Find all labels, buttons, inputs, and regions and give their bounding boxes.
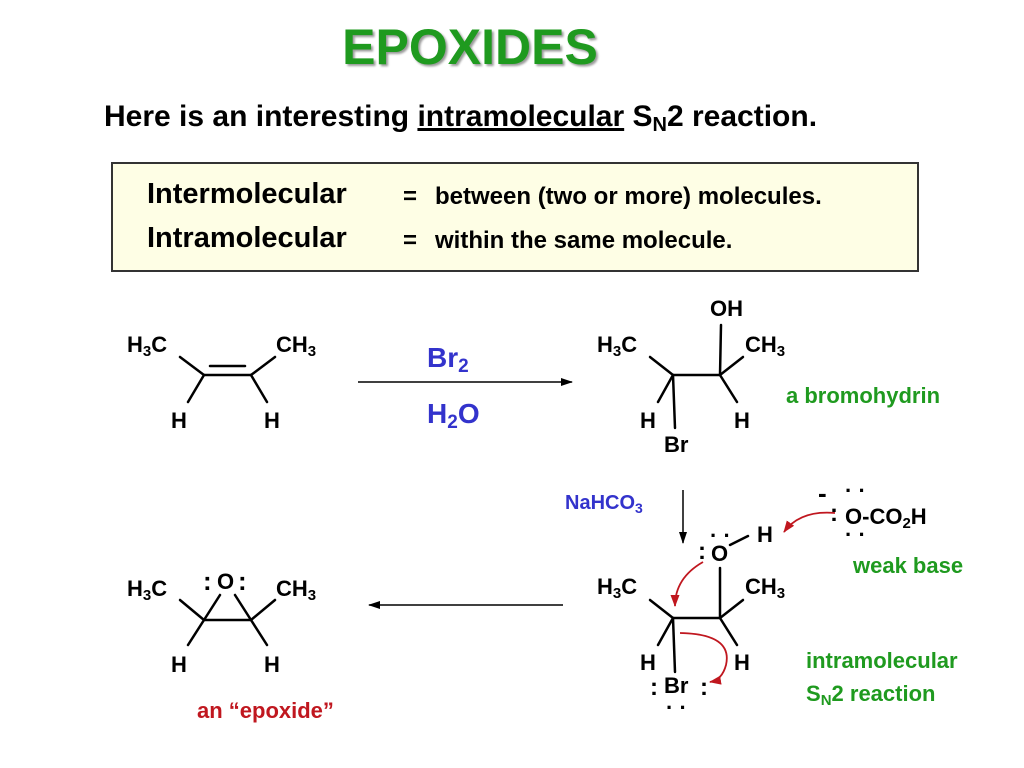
definition-desc-inter: between (two or more) molecules.	[435, 183, 822, 210]
electron-arrow	[670, 561, 704, 607]
methyl-group: CH3	[276, 576, 317, 604]
hydrogen-atom: H	[640, 650, 656, 675]
bromine-atom: Br	[664, 673, 689, 698]
subtitle: Here is an interesting intramolecular SN…	[104, 100, 818, 136]
bond	[718, 355, 745, 377]
label-epoxide: an “epoxide”	[197, 698, 334, 723]
definition-box: Intermolecular = between (two or more) m…	[111, 162, 919, 272]
lone-pair-dots: :	[650, 674, 658, 701]
lone-pair-dots: :	[238, 566, 247, 596]
bond	[656, 616, 675, 647]
bond	[186, 373, 206, 404]
methyl-group: CH3	[745, 574, 786, 602]
bicarbonate-ion: O-CO2H	[845, 504, 927, 532]
definition-term-inter: Intermolecular	[147, 178, 347, 210]
hydrogen-atom: H	[734, 650, 750, 675]
methyl-group: CH3	[745, 332, 786, 360]
methyl-group: CH3	[276, 332, 317, 360]
lone-pair-dots: · ·	[845, 522, 866, 547]
methyl-group: H3C	[597, 332, 638, 360]
hydrogen-atom: H	[640, 408, 656, 433]
bromine-atom: Br	[664, 432, 689, 457]
label-sn2-reaction: SN2 reaction	[806, 681, 936, 709]
oxygen-atom: O	[711, 541, 729, 566]
bond	[718, 323, 723, 377]
hydrogen-atom: H	[264, 408, 280, 433]
bond	[671, 616, 677, 674]
lone-pair-dots: · ·	[666, 695, 687, 720]
label-intramolecular: intramolecular	[806, 648, 958, 673]
negative-charge: -	[818, 478, 827, 508]
bond	[178, 355, 206, 377]
lone-pair-dots: · ·	[845, 478, 866, 503]
lone-pair-dots: :	[830, 500, 838, 527]
definition-desc-intra: within the same molecule.	[435, 227, 733, 254]
hydroxyl-group: OH	[710, 296, 743, 321]
bond	[202, 593, 222, 622]
definition-equals: =	[403, 227, 418, 254]
hydrogen-atom: H	[734, 408, 750, 433]
subtitle-underlined: intramolecular	[417, 100, 625, 133]
electron-arrow	[679, 632, 728, 685]
bond	[178, 598, 206, 622]
hydrogen-atom: H	[171, 408, 187, 433]
label-bromohydrin: a bromohydrin	[786, 383, 941, 408]
hydrogen-atom: H	[757, 522, 773, 547]
page-title: EPOXIDES	[342, 19, 598, 75]
reagent-water: H2O	[427, 398, 480, 433]
lone-pair-dots: :	[698, 538, 706, 565]
bond	[249, 598, 277, 622]
methyl-group: H3C	[597, 574, 638, 602]
definition-equals: =	[403, 183, 418, 210]
bond	[249, 373, 269, 404]
bond	[718, 373, 739, 404]
methyl-group: H3C	[127, 576, 168, 604]
bond	[718, 598, 745, 620]
bond	[656, 373, 675, 404]
hydrogen-atom: H	[171, 652, 187, 677]
bond	[718, 616, 739, 647]
reagent-bicarbonate: NaHCO3	[565, 492, 643, 516]
bond	[648, 355, 675, 377]
bond	[233, 593, 253, 622]
methyl-group: H3C	[127, 332, 168, 360]
electron-arrow	[783, 511, 836, 533]
bond	[249, 618, 269, 647]
hydrogen-atom: H	[264, 652, 280, 677]
lone-pair-dots: :	[203, 566, 212, 596]
bond	[671, 373, 677, 430]
bond	[249, 355, 277, 377]
oxygen-atom: O	[217, 569, 235, 594]
label-weak-base: weak base	[853, 553, 964, 578]
bond	[186, 618, 206, 647]
bond	[728, 534, 750, 547]
lone-pair-dots: · ·	[710, 523, 731, 548]
lone-pair-dots: :	[700, 674, 708, 701]
reagent-bromine: Br2	[427, 342, 469, 377]
definition-term-intra: Intramolecular	[147, 222, 347, 254]
bond	[648, 598, 675, 620]
